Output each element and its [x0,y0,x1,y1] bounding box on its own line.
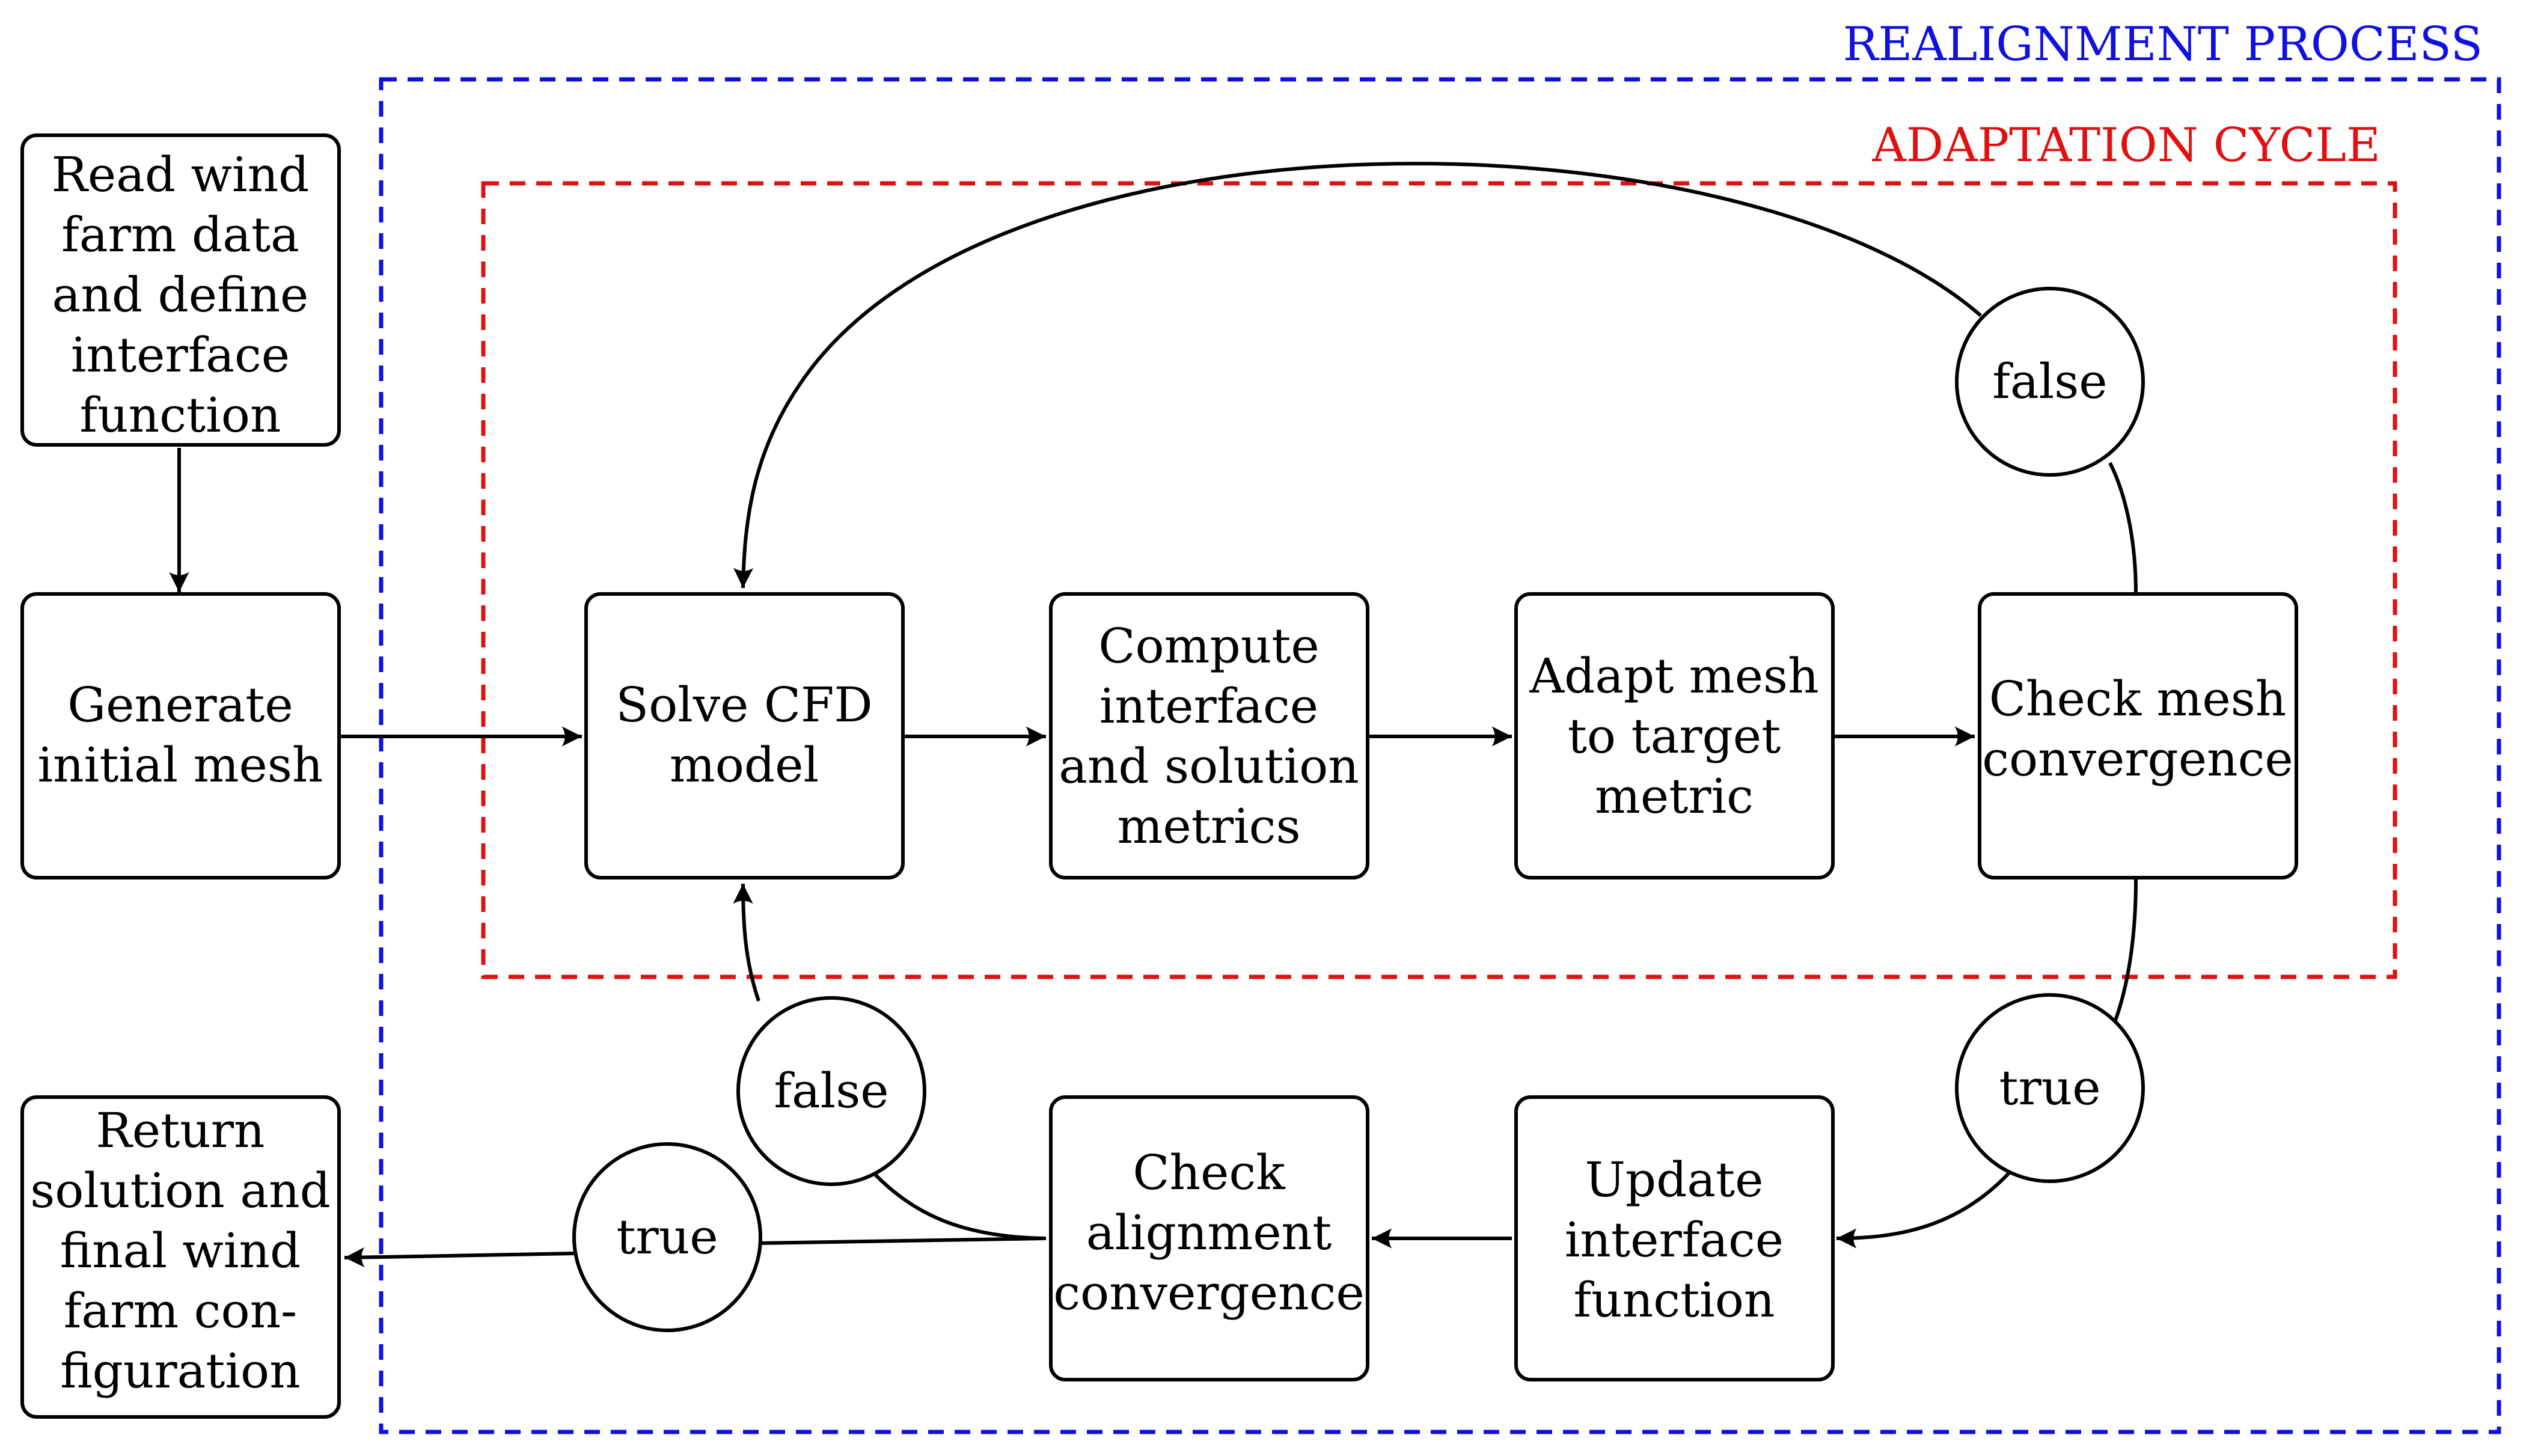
node-compute-line-2: interface [1099,678,1318,734]
edge-false-to-solve [733,162,1982,589]
decision-align-false: false [736,996,926,1186]
node-read-line-1: Read wind [52,147,310,203]
node-read-line-5: function [80,387,281,443]
node-read-line-2: farm data [61,207,299,263]
node-generate-line-1: Generate [67,677,293,733]
node-compute-metrics: Compute interface and solution metrics [1049,592,1369,879]
node-generate-initial-mesh: Generate initial mesh [20,592,341,879]
edges [169,162,2138,1268]
node-adapt-line-2: to target [1568,708,1781,764]
decision-align-true: true [572,1142,762,1332]
decision-mesh-false-label: false [1992,353,2107,409]
node-solve-line-2: model [670,737,819,793]
node-update-line-3: function [1574,1272,1775,1328]
node-adapt-line-1: Adapt mesh [1529,648,1818,704]
adaptation-cycle-label: ADAPTATION CYCLE [1871,118,2381,173]
node-read-line-3: and define [52,267,309,323]
node-update-line-1: Update [1585,1152,1763,1208]
realignment-process-frame [379,77,2501,1434]
edge-true-to-update [1836,1169,2013,1249]
realignment-process-label: REALIGNMENT PROCESS [1843,17,2483,72]
edge-checkmesh-to-true [2113,879,2138,1023]
node-checkalign-line-2: alignment [1086,1205,1332,1261]
node-compute-line-4: metrics [1117,798,1300,854]
node-update-interface-function: Update interface function [1514,1095,1835,1381]
edge-false-to-solve-up [733,883,760,1002]
decision-align-false-label: false [774,1063,888,1119]
node-adapt-line-3: metric [1595,768,1754,824]
edge-true-to-return [344,1247,575,1268]
node-return-line-3: final wind [60,1223,301,1279]
node-adapt-mesh: Adapt mesh to target metric [1514,592,1835,879]
node-return-line-1: Return [96,1103,265,1158]
node-return-solution: Return solution and final wind farm con-… [20,1095,341,1419]
edge-checkalign-to-true [760,1237,1047,1245]
node-checkmesh-line-2: convergence [1982,731,2293,787]
adaptation-cycle-frame [481,181,2397,979]
node-compute-line-1: Compute [1098,618,1319,674]
node-compute-line-3: and solution [1059,738,1359,794]
node-return-line-4: farm con- [64,1283,297,1339]
node-return-line-5: figuration [60,1343,300,1399]
node-check-mesh-convergence: Check mesh convergence [1978,592,2298,879]
node-solve-cfd-model: Solve CFD model [584,592,905,879]
node-solve-line-1: Solve CFD [616,677,872,733]
decision-mesh-true: true [1955,993,2145,1183]
decision-mesh-false: false [1955,287,2145,477]
decision-mesh-true-label: true [1999,1060,2100,1116]
node-read-line-4: interface [71,327,290,383]
edge-checkalign-to-false [871,1170,1047,1240]
node-check-alignment-convergence: Check alignment convergence [1049,1095,1369,1381]
edge-checkmesh-to-false [2108,462,2138,594]
node-update-line-2: interface [1565,1212,1784,1268]
node-checkmesh-line-1: Check mesh [1989,671,2287,727]
node-read-wind-farm-data: Read wind farm data and define interface… [20,133,341,447]
decision-align-true-label: true [616,1209,718,1265]
node-return-line-2: solution and [30,1163,331,1219]
node-generate-line-2: initial mesh [38,737,323,793]
node-checkalign-line-3: convergence [1053,1265,1365,1321]
node-checkalign-line-1: Check [1133,1145,1286,1201]
